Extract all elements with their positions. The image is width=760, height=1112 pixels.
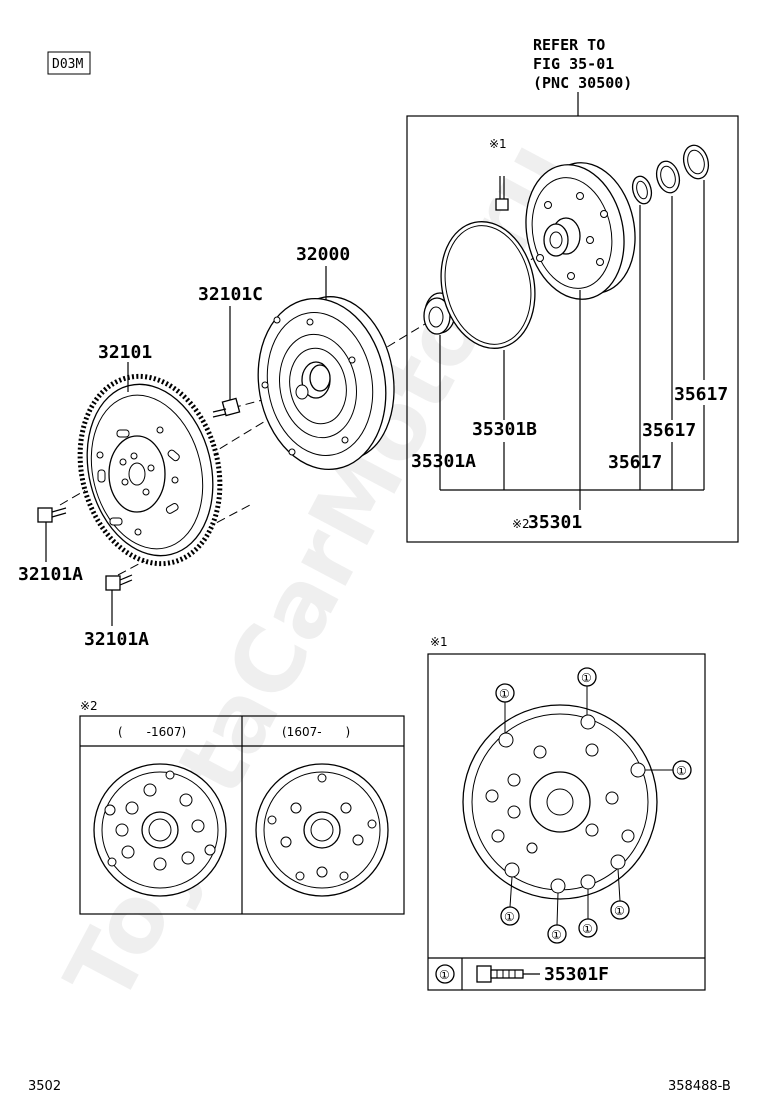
bolt-32101a-bottom [105, 574, 133, 591]
pump-bolt-top [495, 176, 509, 211]
svg-text:①: ① [676, 764, 687, 778]
pump-variant-right [255, 763, 389, 897]
svg-text:①: ① [614, 904, 625, 918]
refer-note-line2: FIG 35-01 [533, 55, 614, 73]
oil-pump-35301 [525, 162, 636, 300]
callout-markers: ① ① ① ① ① ① ① ① [435, 667, 692, 984]
pump-bolt-detail [462, 704, 658, 900]
bolt-35301f [476, 965, 540, 983]
engine-code-box [47, 51, 91, 75]
label-32101a-2: 32101A [84, 629, 149, 650]
legend-circle-one: ① [439, 968, 450, 982]
variant-left-label: ( -1607) [118, 725, 186, 739]
label-35617-2: 35617 [642, 420, 696, 441]
leader-lines [439, 180, 705, 510]
note1-mark: ※1 [489, 137, 507, 151]
refer-note-line3: (PNC 30500) [533, 74, 632, 92]
label-32101c: 32101C [198, 284, 263, 305]
note2-detail-mark: ※2 [80, 699, 98, 713]
label-35617-1: 35617 [674, 384, 728, 405]
engine-code: D03M [52, 57, 83, 72]
bolt-32101c [212, 397, 241, 418]
label-32101a-1: 32101A [18, 564, 83, 585]
svg-text:①: ① [504, 910, 515, 924]
o-ring-35301b [440, 221, 536, 349]
seal-rings-35617 [631, 144, 710, 205]
torque-converter-32000 [257, 296, 395, 471]
pump-variant-left [93, 763, 227, 897]
note1-detail-mark: ※1 [430, 635, 448, 649]
bolt-detail-box [427, 653, 706, 991]
footer-right: 358488-B [668, 1079, 731, 1094]
refer-note-line1: REFER TO [533, 36, 605, 54]
label-32000: 32000 [296, 244, 350, 265]
bolt-32101a-left [37, 507, 67, 523]
oil-pump-group-box [406, 115, 739, 543]
svg-text:①: ① [551, 928, 562, 942]
label-35301b: 35301B [472, 419, 537, 440]
svg-text:①: ① [581, 671, 592, 685]
svg-text:①: ① [582, 922, 593, 936]
variant-right-label: (1607- ) [282, 725, 350, 739]
label-35301a: 35301A [411, 451, 476, 472]
footer-left: 3502 [28, 1079, 61, 1094]
drive-plate-32101 [77, 373, 223, 567]
label-35617-3: 35617 [608, 452, 662, 473]
label-35301: 35301 [528, 512, 582, 533]
note2-mark: ※2 [512, 517, 530, 531]
svg-text:①: ① [499, 687, 510, 701]
label-35301f: 35301F [544, 964, 609, 985]
label-32101: 32101 [98, 342, 152, 363]
